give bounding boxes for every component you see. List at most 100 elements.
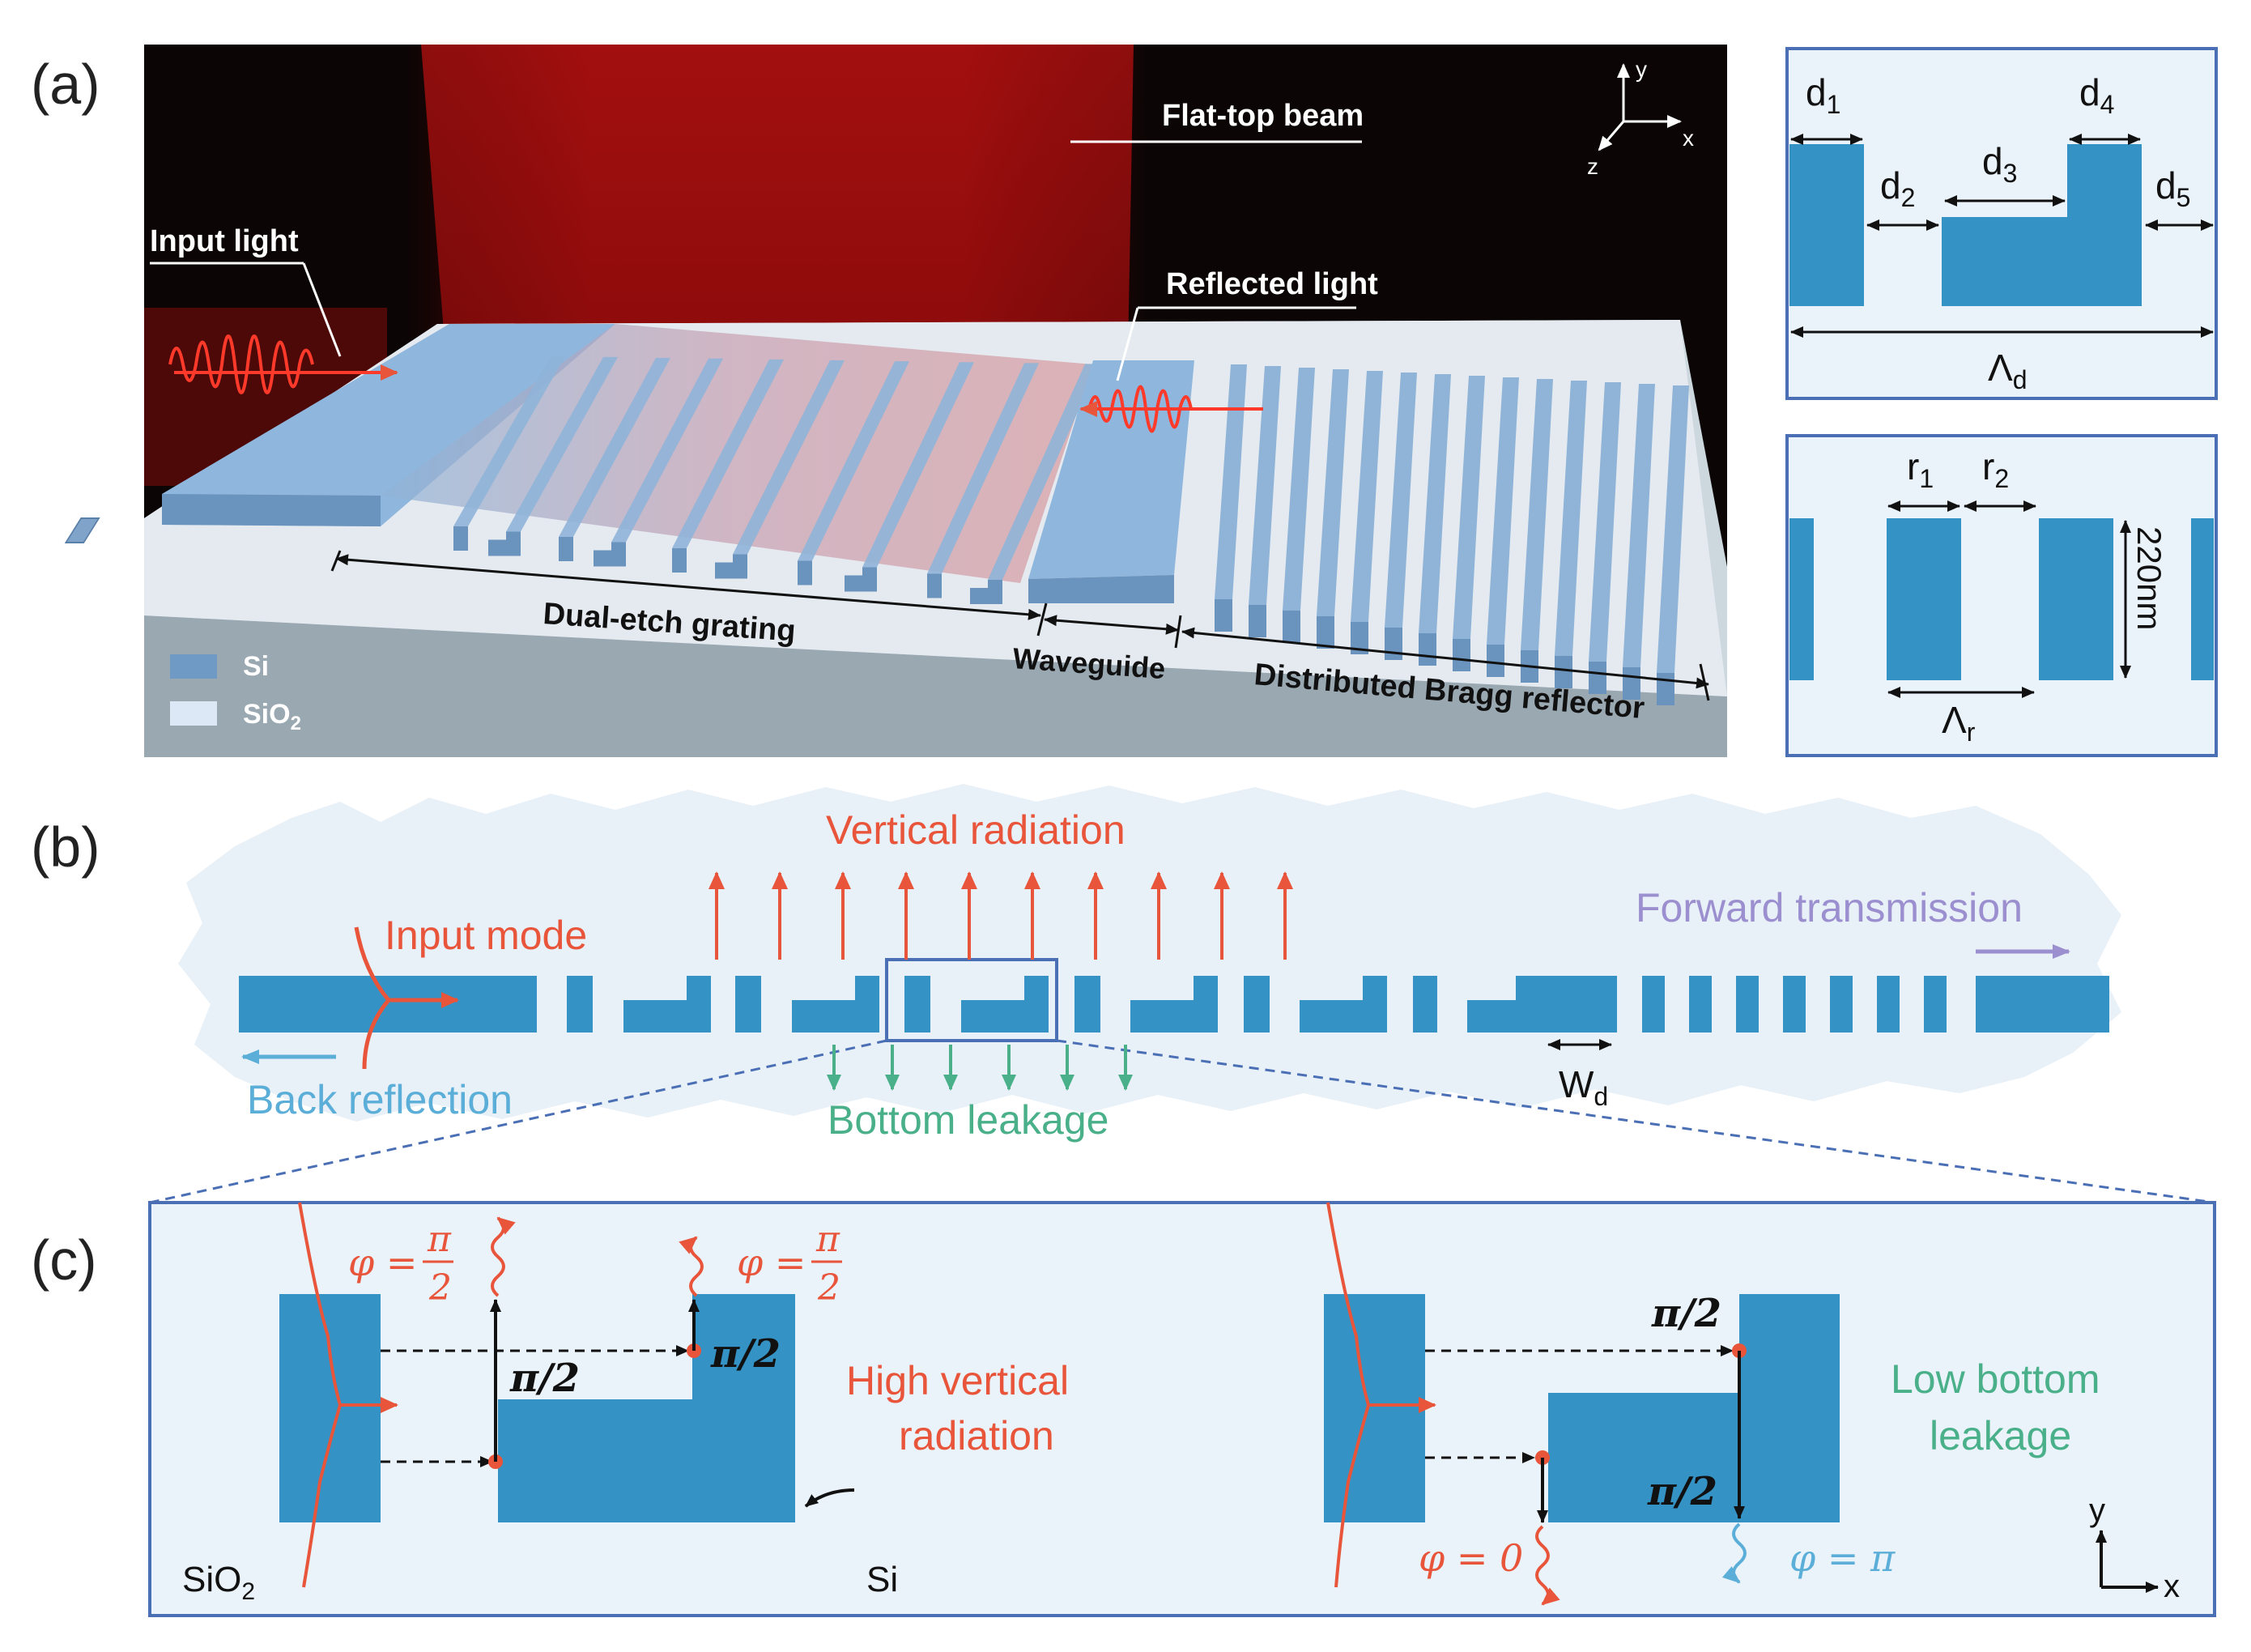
grating-step-front [715,562,733,579]
grating-step-front [594,550,611,567]
left-bar-2-stepped [498,1294,795,1522]
label-r2: r2 [1982,445,2009,493]
legend-swatch-sio2 [170,701,217,726]
tall-tooth [1363,976,1387,1032]
waveguide-section [1516,976,1617,1032]
label-vertical-radiation: Vertical radiation [826,807,1126,853]
dbr-tooth [1419,374,1451,633]
panel-b: Vertical radiation Input mode Forward tr… [149,784,2215,1204]
label-back-reflection: Back reflection [247,1077,513,1122]
dbr-tooth-front [1385,628,1402,660]
label-thickness: 220nm [2130,526,2168,630]
grating-tooth-front [672,548,687,573]
label-d5: d5 [2155,164,2190,212]
axes-xy-icon [2096,1530,2159,1593]
panel-a-render: Flat-top beam Input light Reflected ligh… [64,45,1727,757]
label-bottom-leakage: Bottom leakage [828,1097,1108,1143]
label-d2: d2 [1880,164,1915,212]
label-low-bottom-2: leakage [1930,1413,2071,1458]
label-pi2-right-b: π/2 [1647,1469,1717,1514]
zoom-box [885,958,1058,1042]
grating-tooth-front [733,554,747,579]
label-wd: Wd [1559,1063,1608,1111]
axes-xyz-icon [1598,63,1682,151]
inset-dbr-period: r1 r2 220nm Λr [1785,434,2218,757]
panel-c: φ = π 2 φ = π 2 π/2 π/2 High vertical ra… [148,1201,2216,1617]
grating-tooth-front [798,560,812,585]
shallow-step [623,1000,687,1032]
label-reflected-light: Reflected light [1166,267,1378,301]
label-phi-pi: φ = π [1789,1536,1896,1580]
dbr-bar [1877,976,1900,1032]
tall-tooth [687,976,711,1032]
dbr-tooth [1249,366,1281,605]
label-flat-top-beam: Flat-top beam [1162,99,1364,133]
tall-tooth [1024,976,1049,1032]
grating-step-front [970,588,988,604]
legend-swatch-si [170,654,217,679]
label-sio2-c: SiO2 [182,1560,255,1605]
panel-b-cloud-background [178,784,2121,1122]
grating-step-front [845,575,862,592]
grating-tooth [611,358,723,543]
label-input-light: Input light [150,224,299,258]
dbr-bar [1830,976,1853,1032]
tall-tooth [855,976,879,1032]
shallow-step [792,1000,855,1032]
label-phi-right: φ = [737,1241,806,1284]
tooth-d1 [1789,144,1864,306]
legend-label-si: Si [243,651,269,682]
dbr-bar-edge-left [1789,518,1814,680]
shallow-step [1130,1000,1194,1032]
grating-tooth [862,362,974,568]
label-si-c: Si [866,1560,898,1599]
grating-tooth-front [453,526,468,551]
right-mode-profile [1326,1202,1371,1588]
narrow-tooth [1413,976,1437,1032]
tooth-d3-d4 [1942,144,2142,306]
dbr-tooth [1623,384,1655,667]
grating-tooth [672,359,784,548]
label-d1: d1 [1806,71,1840,119]
dbr-bar [1736,976,1759,1032]
axis-label-z: z [1587,154,1598,179]
narrow-tooth [904,976,930,1032]
dbr-tooth [1453,376,1485,639]
label-pi2-left-a: π/2 [509,1356,580,1401]
input-light-wave [168,334,314,394]
right-bar-1 [1324,1294,1425,1522]
label-low-bottom-1: Low bottom [1891,1356,2100,1402]
axis-label-y: y [1636,57,1647,82]
grating-tooth-front [559,537,573,561]
label-phi-left: φ = [348,1241,417,1284]
axis-label-x-c: x [2164,1569,2180,1604]
dbr-tooth [1521,379,1553,650]
dbr-tooth [1283,368,1315,611]
grating-tooth [927,363,1039,574]
axis-label-y-c: y [2089,1492,2105,1528]
label-phi-right-2: 2 [817,1267,840,1309]
grating-tooth-front [927,573,942,598]
left-mode-profile [298,1202,343,1588]
label-pi2-left-b: π/2 [710,1331,781,1377]
label-phi-left-2: 2 [428,1267,452,1309]
dbr-tooth-front [1487,645,1504,677]
label-lambda-r: Λr [1942,699,1976,747]
label-d3: d3 [1982,140,2017,188]
panel-label-c: (c) [31,1228,97,1292]
panel-label-b: (b) [31,815,100,879]
shallow-step [1467,1000,1516,1032]
dbr-bar-next [2039,518,2113,680]
tall-tooth [1194,976,1218,1032]
dbr-tooth [1589,382,1621,662]
label-lambda-d: Λd [1988,347,2028,394]
dbr-tooth-front [1317,616,1334,649]
dual-etch-teeth [453,356,1100,604]
grating-tooth [988,364,1100,580]
dbr-tooth [1351,371,1383,622]
label-d4: d4 [2079,71,2114,119]
grating-tooth-front [506,531,521,556]
dbr-tooth [1657,385,1689,673]
dbr-tooth [1385,373,1417,628]
